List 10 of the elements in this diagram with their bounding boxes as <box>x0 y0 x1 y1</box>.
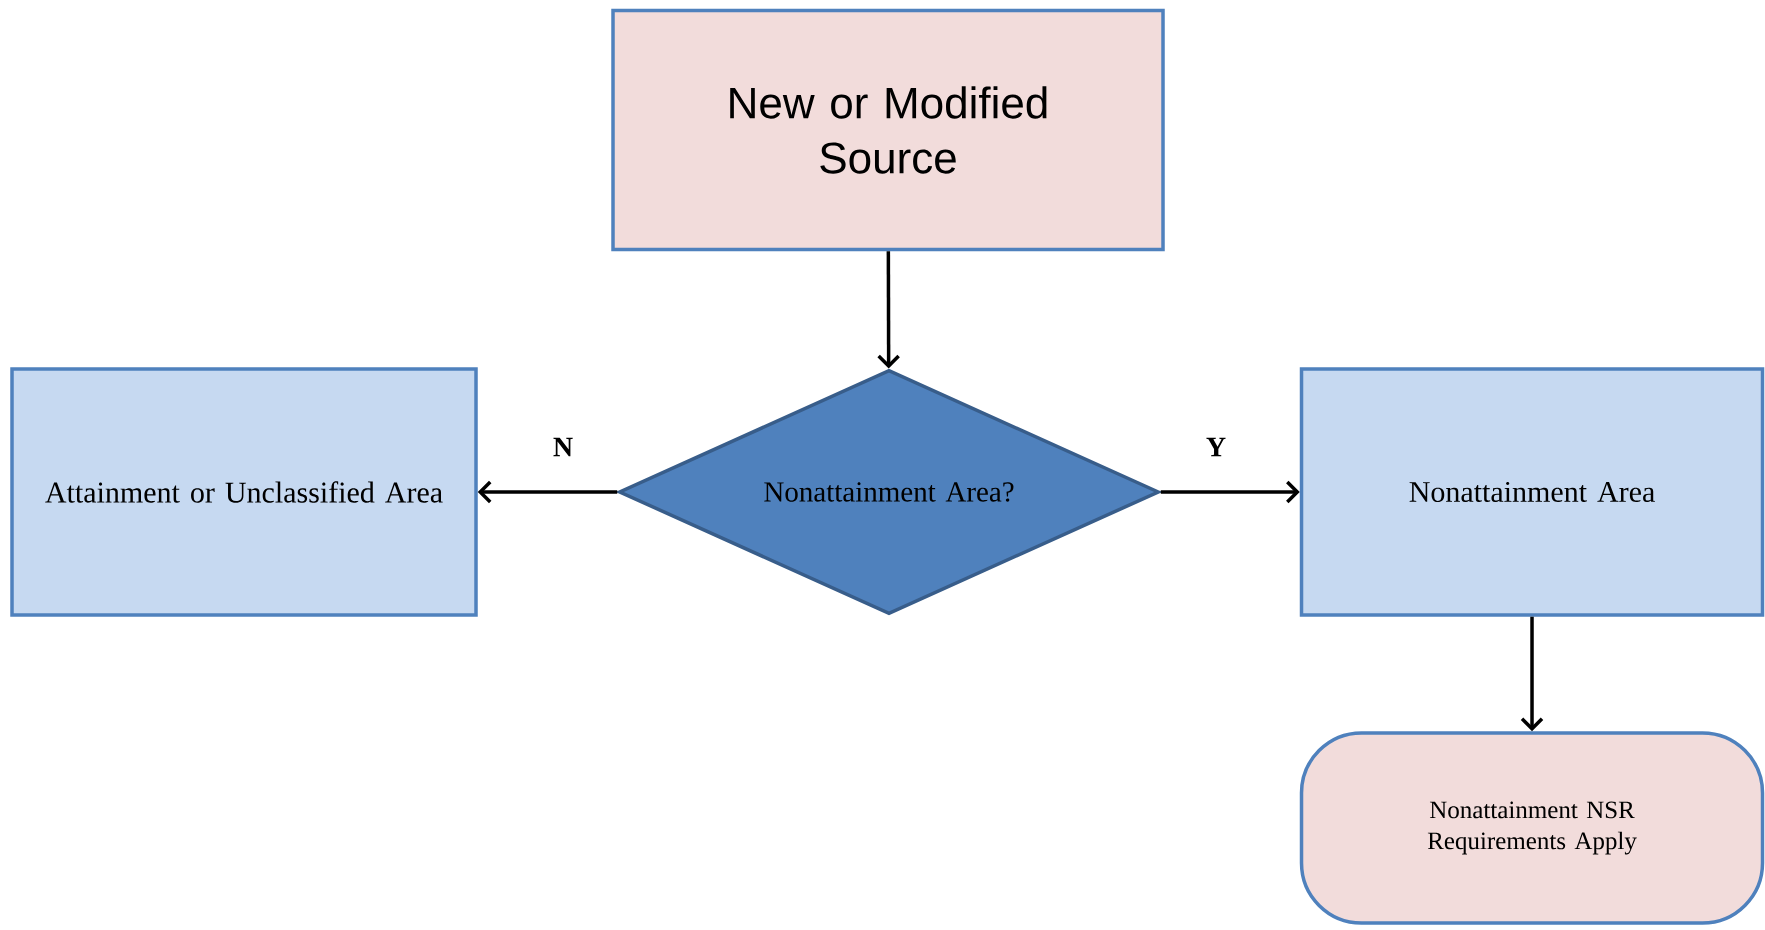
arrow <box>877 251 900 369</box>
process-box: Attainment or Unclassified Area <box>10 367 478 617</box>
edge-label: N <box>553 437 573 457</box>
arrow <box>1160 480 1300 504</box>
terminal-box: Nonattainment NSR Requirements Apply <box>1299 731 1765 925</box>
process-box: Nonattainment Area <box>1299 367 1765 617</box>
arrow <box>1520 616 1544 732</box>
arrow <box>477 480 618 504</box>
edge-label: Y <box>1206 437 1226 457</box>
source-box: New or Modified Source <box>611 8 1165 252</box>
